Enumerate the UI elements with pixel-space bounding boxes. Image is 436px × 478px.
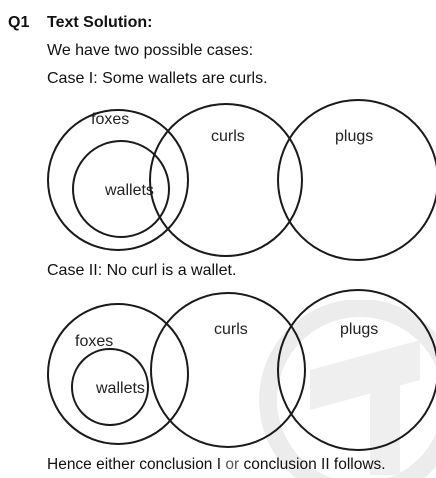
question-title: Text Solution: [47,14,153,31]
case1-plugs-label: plugs [335,128,373,145]
case2-venn-diagram: foxes wallets curls plugs [47,289,436,451]
case1-wallets-circle [72,140,170,238]
watermark-logo [259,300,436,478]
question-number: Q1 [8,14,30,31]
case2-plugs-label: plugs [340,321,378,338]
case2-wallets-circle [71,348,149,426]
conclusion-text-before: Hence either conclusion I [47,456,226,473]
case1-heading: Case I: Some wallets are curls. [47,70,268,87]
case1-foxes-label: foxes [91,111,129,128]
case2-foxes-circle [47,303,189,445]
case1-wallets-label: wallets [104,182,154,199]
case1-venn-diagram: foxes wallets curls plugs [47,99,436,261]
case1-curls-label: curls [211,128,245,145]
conclusion-text-after: conclusion II follows. [239,456,386,473]
case2-wallets-label: wallets [95,380,145,397]
case2-plugs-circle [277,289,436,451]
case1-plugs-circle [277,99,436,261]
case1-foxes-circle [47,109,189,251]
case2-curls-circle [150,292,306,448]
case2-heading: Case II: No curl is a wallet. [47,262,237,279]
case2-curls-label: curls [214,321,248,338]
case1-curls-circle [149,103,303,257]
conclusion-or-word: or [225,456,240,473]
case2-foxes-label: foxes [75,333,113,350]
intro-text: We have two possible cases: [47,42,254,59]
conclusion-text: Hence either conclusion I or conclusion … [47,456,386,474]
